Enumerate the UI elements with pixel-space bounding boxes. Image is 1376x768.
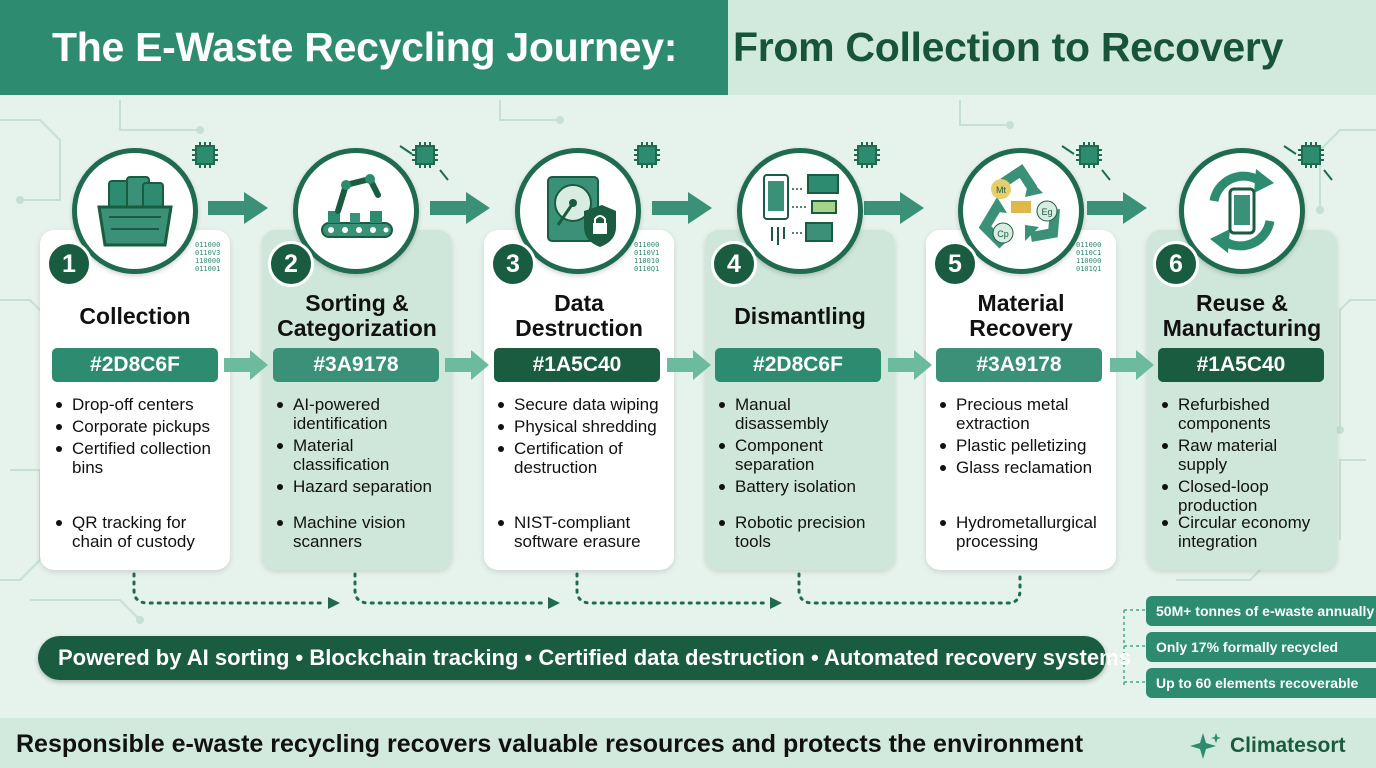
metal-label-b: Eg (1041, 207, 1052, 217)
binary-decoration: 011000 0110V3 110000 011001 (195, 241, 221, 273)
tech-bullet: QR tracking for chain of custody (52, 513, 222, 551)
bullet-item: Secure data wiping (494, 395, 664, 414)
metal-label-a: Mt (996, 185, 1006, 195)
binary-decoration: 011000 0110V1 110010 0110Q1 (634, 241, 660, 273)
bullet-item: Glass reclamation (936, 458, 1106, 477)
metal-label-c: Cp (997, 229, 1009, 239)
color-code-label: #2D8C6F (715, 348, 881, 382)
arrow-icon (1110, 350, 1154, 380)
chip-icon (1061, 142, 1111, 181)
step-bullets: Precious metal extraction Plastic pellet… (936, 395, 1106, 480)
bullet-item: Closed-loop production (1158, 477, 1328, 515)
arrow-icon (888, 350, 932, 380)
stat-badge: 50M+ tonnes of e-waste annually (1146, 596, 1376, 626)
step-bullets: Drop-off centers Corporate pickups Certi… (52, 395, 222, 480)
collection-bin-icon (72, 148, 198, 274)
color-code-label: #3A9178 (273, 348, 439, 382)
step-number-2: 2 (268, 241, 314, 287)
tech-bullet: Robotic precision tools (715, 513, 885, 551)
bullet-item: Plastic pelletizing (936, 436, 1106, 455)
bullet-item: Manual disassembly (715, 395, 885, 433)
chip-icon (192, 142, 218, 168)
stats-connector (1108, 609, 1148, 686)
bullet-item: Battery isolation (715, 477, 885, 496)
hard-drive-lock-icon (515, 148, 641, 274)
tech-bullet: Hydrometallurgical processing (936, 513, 1106, 551)
step-title: Sorting & Categorization (277, 290, 437, 341)
step-bullets: AI-powered identification Material class… (273, 395, 443, 499)
bullet-item: Refurbished components (1158, 395, 1328, 433)
header-left-band (0, 0, 728, 95)
bullet-item: Precious metal extraction (936, 395, 1106, 433)
top-arrows (208, 192, 1154, 380)
step-bullets: Manual disassembly Component separation … (715, 395, 885, 499)
step-bullets: Secure data wiping Physical shredding Ce… (494, 395, 664, 480)
arrow-icon (208, 192, 268, 224)
color-code-label: #1A5C40 (1158, 348, 1324, 382)
step-number-1: 1 (46, 241, 92, 287)
step-bullets: Refurbished components Raw material supp… (1158, 395, 1328, 518)
bullet-item: Material classification (273, 436, 443, 474)
stat-badge: Only 17% formally recycled (1146, 632, 1376, 662)
bullet-item: Raw material supply (1158, 436, 1328, 474)
brand-name: Climatesort (1230, 734, 1346, 757)
step-number-3: 3 (490, 241, 536, 287)
chip-icon (1283, 142, 1333, 181)
header-right-band (728, 0, 1376, 95)
step-title: Dismantling (734, 302, 866, 329)
arrow-icon (667, 350, 711, 380)
binary-decoration: 011000 0110C1 110000 0101Q1 (1076, 241, 1102, 273)
arrow-icon (1087, 192, 1147, 224)
bullet-item: Corporate pickups (52, 417, 222, 436)
chip-icon (634, 142, 660, 168)
phone-circular-arrows-icon (1179, 148, 1305, 274)
step-number-6: 6 (1153, 241, 1199, 287)
tech-bullet: NIST-compliant software erasure (494, 513, 664, 551)
step-title: Data Destruction (515, 290, 643, 341)
color-code-label: #1A5C40 (494, 348, 660, 382)
dotted-connectors (132, 572, 1022, 609)
footer-tagline: Responsible e-waste recycling recovers v… (16, 730, 1084, 758)
tech-bullet: Machine vision scanners (273, 513, 443, 551)
page-title-part1: The E-Waste Recycling Journey: (52, 24, 678, 70)
color-code-label: #2D8C6F (52, 348, 218, 382)
bullet-item: Certification of destruction (494, 439, 664, 477)
recycle-metals-icon: Mt Eg Cp (958, 148, 1084, 274)
stat-badge: Up to 60 elements recoverable (1146, 668, 1376, 698)
arrow-icon (445, 350, 489, 380)
bullet-item: Component separation (715, 436, 885, 474)
step-title: Reuse & Manufacturing (1162, 290, 1322, 341)
bullet-item: AI-powered identification (273, 395, 443, 433)
step-number-4: 4 (711, 241, 757, 287)
tech-banner: Powered by AI sorting • Blockchain track… (38, 636, 1131, 680)
bullet-item: Certified collection bins (52, 439, 222, 477)
bullet-item: Drop-off centers (52, 395, 222, 414)
arrow-icon (652, 192, 712, 224)
sparkle-icon (1190, 733, 1221, 759)
arrow-icon (430, 192, 490, 224)
step-number-5: 5 (932, 241, 978, 287)
tech-bullet: Circular economy integration (1158, 513, 1328, 551)
robot-arm-conveyor-icon (293, 148, 419, 274)
arrow-icon (224, 350, 268, 380)
color-code-label: #3A9178 (936, 348, 1102, 382)
step-title: Material Recovery (969, 290, 1073, 341)
chip-icon (399, 142, 449, 181)
bullet-item: Hazard separation (273, 477, 443, 496)
step-title: Collection (79, 302, 191, 329)
page-title-part2: From Collection to Recovery (733, 24, 1284, 70)
chip-icons (192, 142, 1333, 181)
bullet-item: Physical shredding (494, 417, 664, 436)
arrow-icon (864, 192, 924, 224)
footer-band (0, 718, 1376, 768)
chip-icon (854, 142, 880, 168)
disassembled-components-icon (737, 148, 863, 274)
